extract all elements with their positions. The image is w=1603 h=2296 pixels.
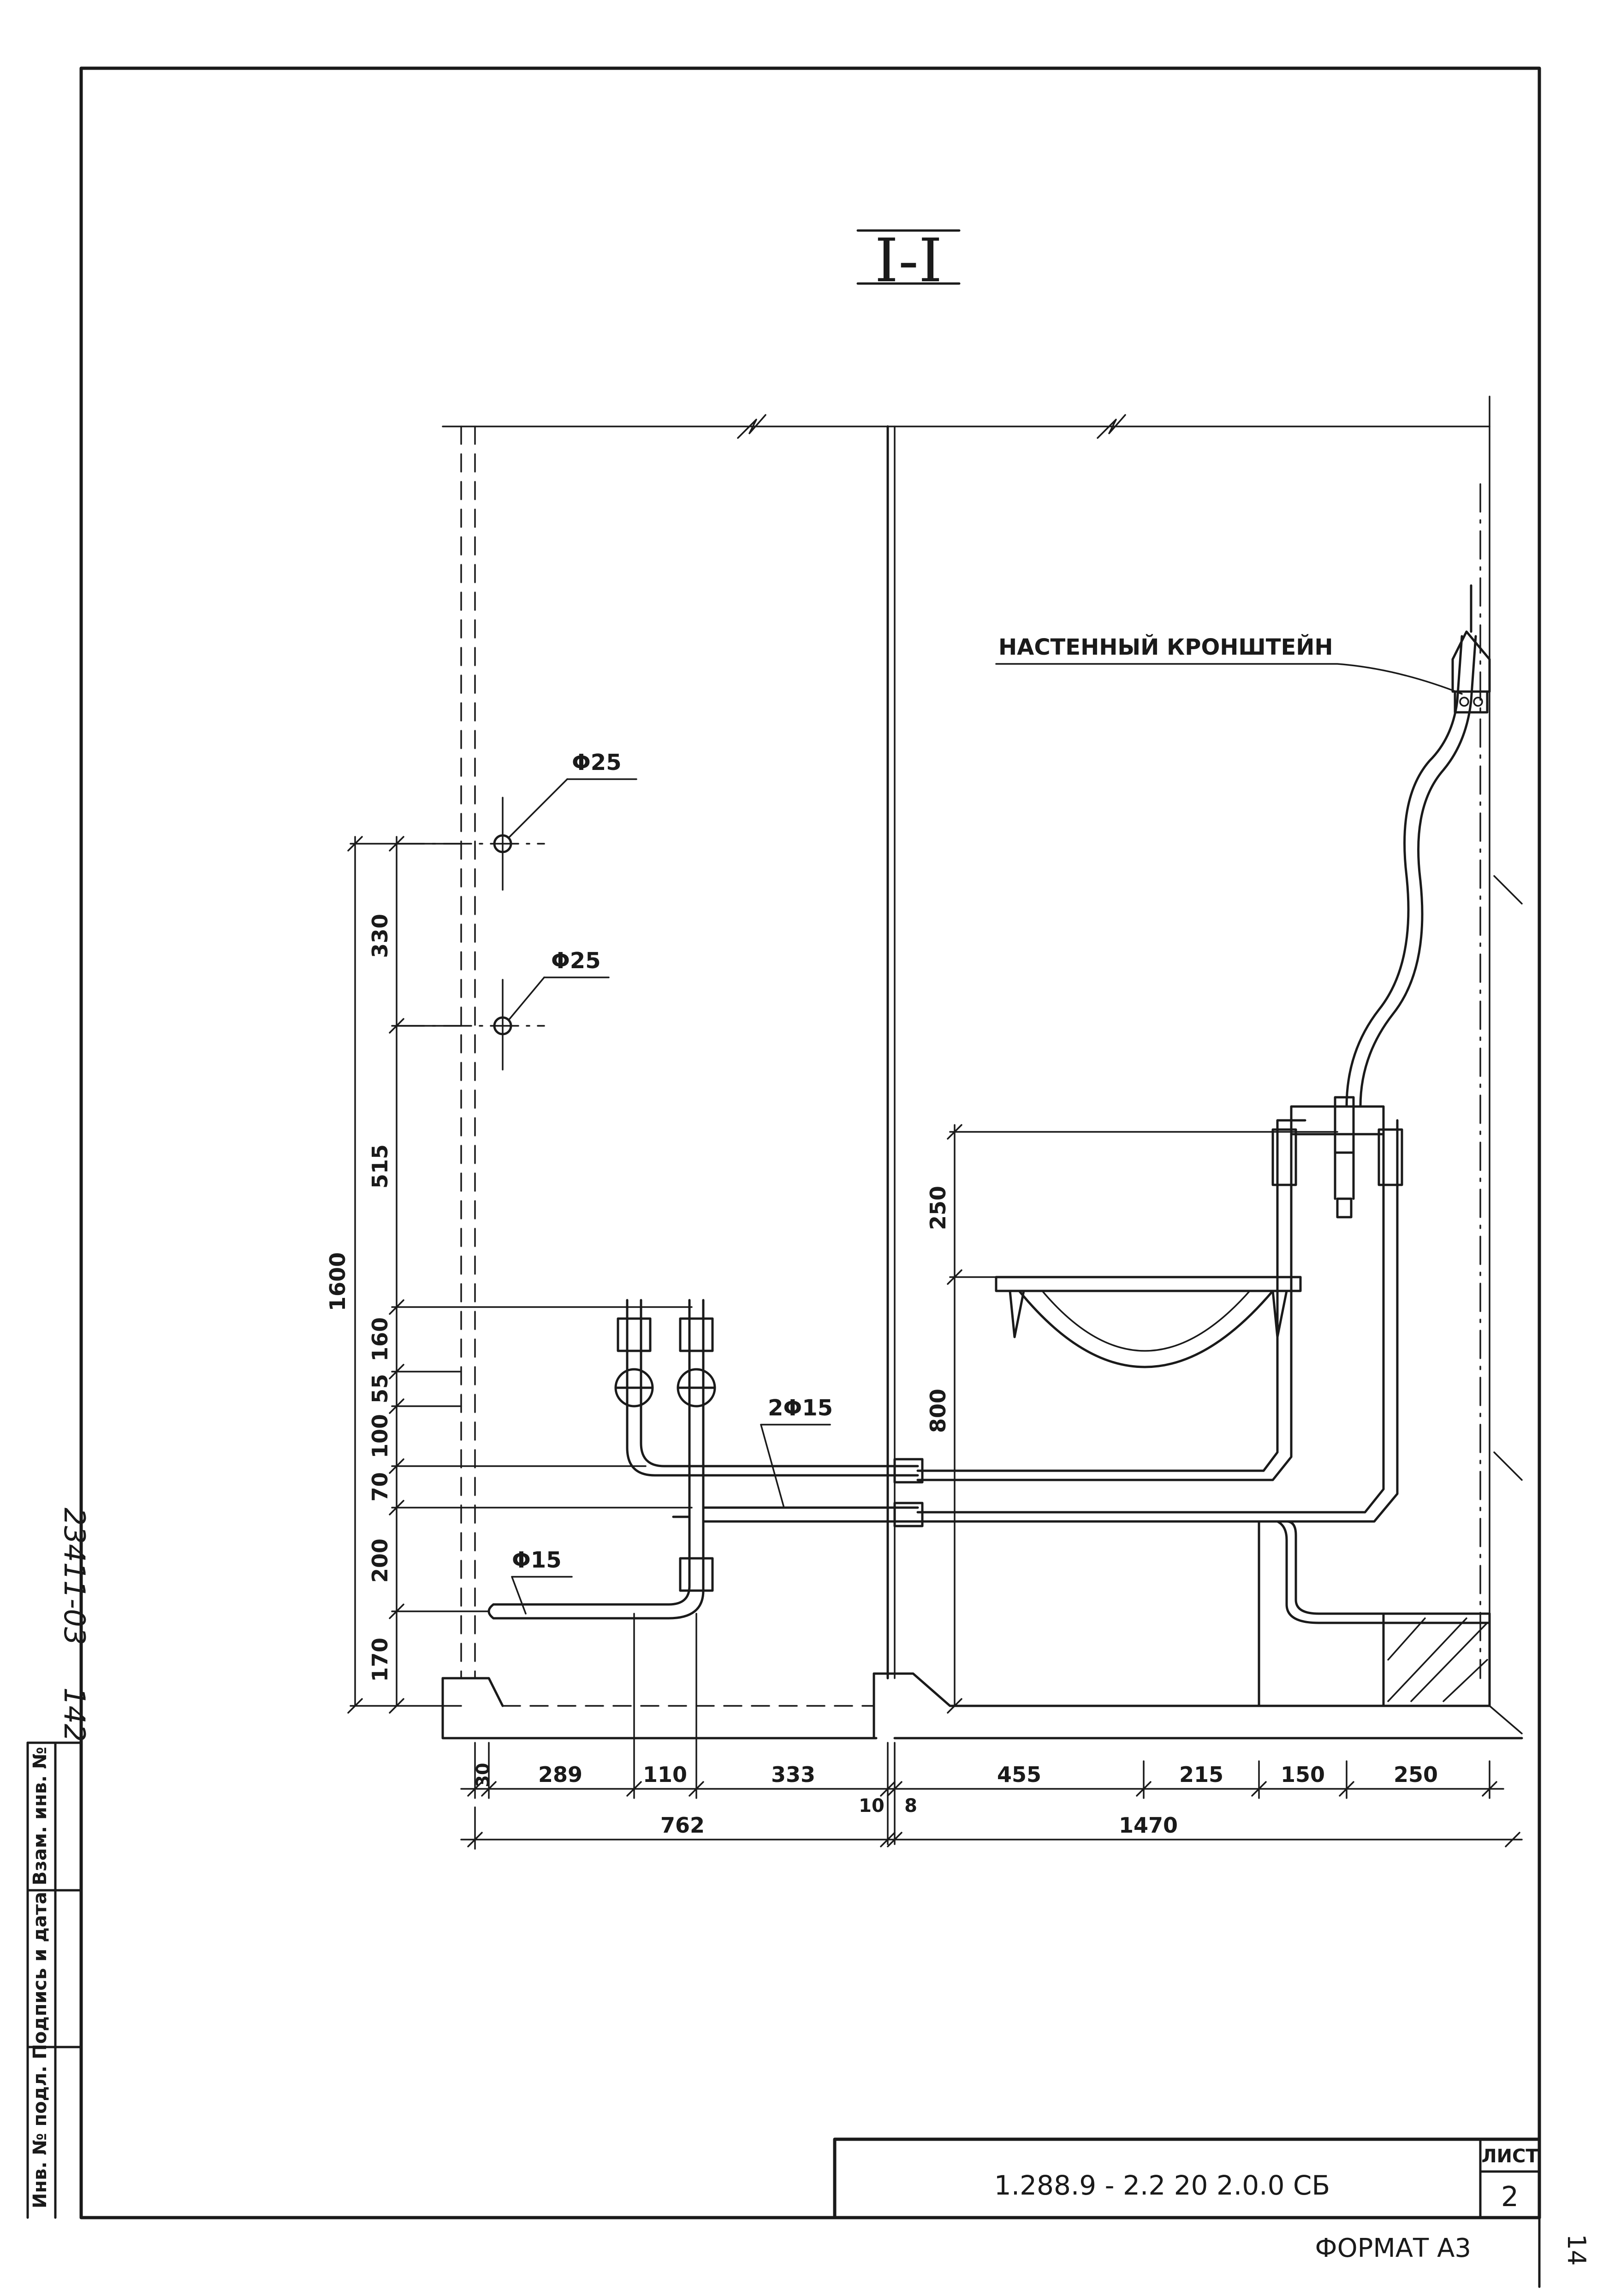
format-label: ФОРМАТ А3 — [1315, 2233, 1471, 2263]
washbasin — [995, 1276, 1302, 1368]
left-stamp-strip: Инв. № подл. Подпись и дата Взам. инв. №… — [26, 1508, 91, 2219]
sheet-count: 142 — [58, 1687, 91, 1742]
floor — [441, 1672, 1523, 1740]
dim-h-110: 110 — [643, 1762, 687, 1787]
sheet-number: 2 — [1501, 2181, 1519, 2213]
sheet-frame — [79, 66, 1541, 2288]
risers — [487, 1299, 924, 1620]
dim-h-289: 289 — [538, 1762, 582, 1787]
sheet-label: ЛИСТ — [1481, 2146, 1538, 2167]
document-code: 1.288.9 - 2.2 20 2.0.0 СБ — [994, 2170, 1330, 2201]
labels: Φ25 Φ25 2Φ15 Φ15 НАСТЕННЫЙ КРОНШТЕЙН — [509, 634, 1463, 1615]
vertical-dimensions-right: 250 800 — [926, 1124, 1338, 1714]
page-mark: 14 — [1562, 2234, 1591, 2266]
dim-v-800: 800 — [926, 1389, 950, 1433]
dim-h-1470: 1470 — [1119, 1813, 1178, 1838]
dim-v-170: 170 — [368, 1638, 392, 1682]
section-title-text: I-I — [875, 225, 943, 296]
bathtub — [1258, 1520, 1491, 1707]
pipe-markers — [396, 797, 545, 1071]
vertical-dimensions-left: 1600 330 515 160 55 100 70 200 170 — [325, 836, 693, 1714]
dim-v-100: 100 — [368, 1414, 392, 1458]
dim-h-8: 8 — [904, 1795, 917, 1817]
label-bracket: НАСТЕННЫЙ КРОНШТЕЙН — [998, 634, 1333, 660]
dim-v-200: 200 — [368, 1539, 392, 1583]
label-pipe-second: Φ25 — [551, 948, 601, 974]
section-title: I-I — [856, 225, 961, 296]
dim-h-455: 455 — [997, 1762, 1041, 1787]
label-pipe-double: 2Φ15 — [768, 1395, 833, 1421]
dim-h-215: 215 — [1179, 1762, 1223, 1787]
walls — [442, 396, 1523, 1680]
dim-v-330: 330 — [368, 914, 392, 958]
horizontal-dimensions: 30 289 110 333 10 8 455 215 150 250 762 … — [460, 1613, 1523, 1850]
dim-h-30: 30 — [473, 1763, 493, 1787]
dim-v-515: 515 — [368, 1144, 392, 1189]
dim-h-250: 250 — [1394, 1762, 1438, 1787]
shower-assembly — [916, 584, 1491, 1523]
dim-h-10: 10 — [859, 1795, 885, 1817]
archive-number: 23411-03 — [58, 1508, 91, 1645]
dim-h-150: 150 — [1281, 1762, 1325, 1787]
dim-v-160: 160 — [368, 1317, 392, 1361]
dim-h-333: 333 — [771, 1762, 815, 1787]
dim-v-70: 70 — [368, 1472, 392, 1502]
dim-h-762: 762 — [660, 1813, 705, 1838]
dim-total: 1600 — [325, 1252, 350, 1311]
dim-v-55: 55 — [368, 1374, 392, 1403]
dim-v-250: 250 — [926, 1186, 950, 1230]
stamp-text: Инв. № подл. Подпись и дата Взам. инв. № — [30, 1747, 51, 2208]
title-block: 1.288.9 - 2.2 20 2.0.0 СБ ЛИСТ 2 ФОРМАТ … — [833, 2137, 1591, 2266]
label-pipe-top: Φ25 — [572, 750, 622, 775]
label-pipe-low: Φ15 — [512, 1547, 562, 1573]
